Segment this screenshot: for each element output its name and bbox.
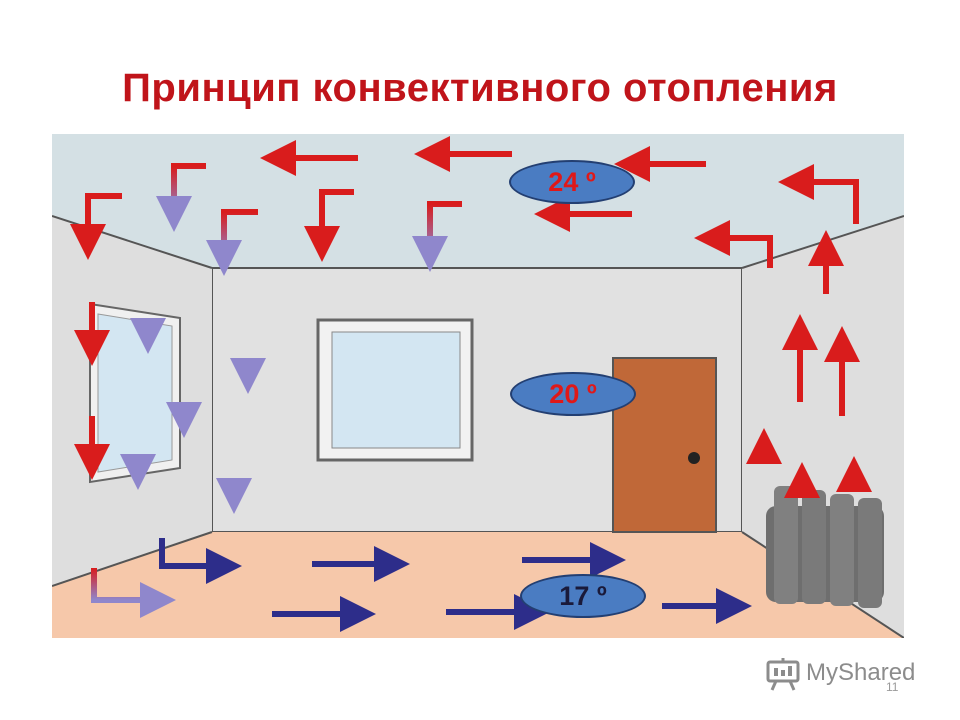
ceiling-arrow-5 — [778, 164, 859, 224]
cooling-arrow-3 — [412, 201, 462, 272]
floor-arrow-7 — [91, 568, 176, 618]
slide-title: Принцип конвективного отопления — [122, 66, 838, 110]
ceiling-temperature: 24 º — [548, 166, 596, 197]
cooling-arrow-2 — [206, 209, 258, 276]
convection-diagram: 24 º 20 º 17 º — [51, 134, 905, 639]
logo-text: MyShared — [806, 659, 916, 686]
back-window — [316, 318, 474, 462]
radiator — [766, 486, 884, 608]
ceiling-temperature-badge: 24 º — [509, 160, 635, 204]
middle-temperature: 20 º — [549, 378, 597, 409]
ceiling-arrow-7 — [70, 193, 122, 260]
room-illustration — [51, 134, 905, 639]
floor-arrow-1 — [159, 538, 242, 584]
page-number: 11 — [886, 680, 899, 694]
myshared-logo[interactable]: MyShared — [766, 655, 926, 695]
ceiling-arrow-8 — [304, 189, 354, 262]
middle-temperature-badge: 20 º — [510, 372, 636, 416]
presentation-board-icon — [766, 658, 800, 691]
floor-temperature-badge: 17 º — [520, 574, 646, 618]
floor — [52, 532, 904, 638]
cooling-arrow-1 — [156, 163, 206, 232]
floor-temperature: 17 º — [559, 580, 607, 611]
ceiling-arrow-6 — [694, 220, 773, 268]
